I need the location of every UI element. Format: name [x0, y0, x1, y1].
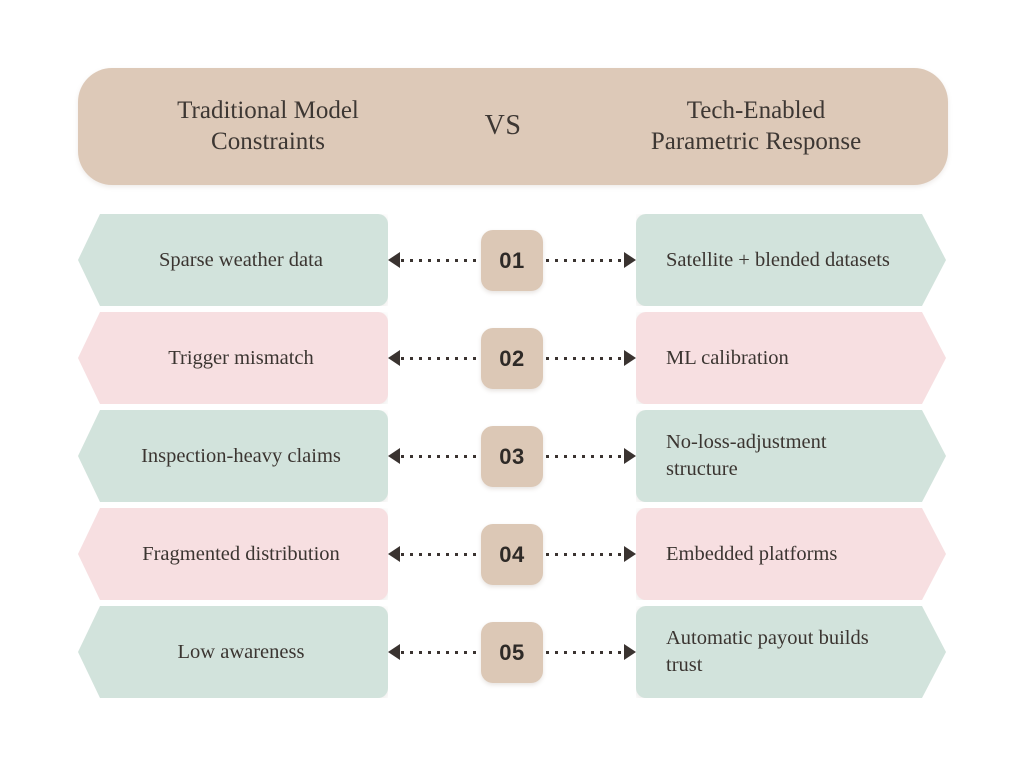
- response-shape[interactable]: Automatic payout builds trust: [636, 606, 946, 698]
- row-connector: 03: [388, 410, 636, 502]
- constraint-label: Sparse weather data: [159, 248, 323, 271]
- arrow-right-head-icon: [624, 644, 636, 660]
- constraint-shape[interactable]: Sparse weather data: [78, 214, 388, 306]
- row-number-label: 05: [499, 639, 525, 665]
- response-shape[interactable]: No-loss-adjustment structure: [636, 410, 946, 502]
- header-right-title-line2: Parametric Response: [650, 127, 862, 155]
- response-label: ML calibration: [666, 346, 789, 369]
- constraint-label: Trigger mismatch: [168, 346, 314, 369]
- comparison-row: Fragmented distribution 04 Embedded platfo…: [0, 508, 1024, 600]
- row-number-label: 01: [499, 247, 525, 273]
- constraint-label: Fragmented distribution: [142, 542, 340, 565]
- row-number-badge[interactable]: 05: [481, 622, 543, 683]
- header-right-title: Tech-Enabled Parametric Response: [586, 96, 926, 157]
- arrow-right-head-icon: [624, 448, 636, 464]
- arrow-left-head-icon: [388, 546, 400, 562]
- arrow-left: [388, 644, 478, 660]
- header-left-title-line2: Constraints: [211, 127, 325, 155]
- arrow-right: [546, 350, 636, 366]
- dotted-line-right-icon: [546, 356, 623, 360]
- header-left-title-line1: Traditional Model: [177, 97, 359, 124]
- arrow-left: [388, 546, 478, 562]
- constraint-shape[interactable]: Trigger mismatch: [78, 312, 388, 404]
- arrow-right: [546, 644, 636, 660]
- arrow-right-head-icon: [624, 252, 636, 268]
- comparison-row: Sparse weather data 01 Satellite + blended…: [0, 214, 1024, 306]
- row-number-badge[interactable]: 04: [481, 524, 543, 585]
- response-label: Satellite + blended datasets: [666, 248, 890, 271]
- arrow-right-head-icon: [624, 350, 636, 366]
- dotted-line-right-icon: [546, 454, 623, 458]
- dotted-line-left-icon: [401, 454, 478, 458]
- row-connector: 02: [388, 312, 636, 404]
- row-connector: 04: [388, 508, 636, 600]
- arrow-left-head-icon: [388, 350, 400, 366]
- arrow-left: [388, 252, 478, 268]
- response-label: No-loss-adjustment structure: [666, 431, 827, 480]
- comparison-row: Trigger mismatch 02 ML calibration: [0, 312, 1024, 404]
- row-connector: 05: [388, 606, 636, 698]
- arrow-right: [546, 252, 636, 268]
- arrow-left-head-icon: [388, 448, 400, 464]
- constraint-shape[interactable]: Low awareness: [78, 606, 388, 698]
- arrow-right-head-icon: [624, 546, 636, 562]
- response-shape[interactable]: ML calibration: [636, 312, 946, 404]
- constraint-label: Inspection-heavy claims: [141, 444, 341, 467]
- arrow-right: [546, 448, 636, 464]
- row-connector: 01: [388, 214, 636, 306]
- arrow-right: [546, 546, 636, 562]
- dotted-line-right-icon: [546, 650, 623, 654]
- comparison-row: Low awareness 05 Automatic payout builds t…: [0, 606, 1024, 698]
- arrow-left-head-icon: [388, 644, 400, 660]
- row-number-label: 03: [499, 443, 525, 469]
- row-number-badge[interactable]: 02: [481, 328, 543, 389]
- arrow-left-head-icon: [388, 252, 400, 268]
- header-versus-label: VS: [484, 110, 522, 142]
- dotted-line-right-icon: [546, 552, 623, 556]
- dotted-line-left-icon: [401, 356, 478, 360]
- dotted-line-left-icon: [401, 258, 478, 262]
- dotted-line-left-icon: [401, 552, 478, 556]
- header-left-title: Traditional Model Constraints: [108, 96, 428, 157]
- response-label: Embedded platforms: [666, 542, 838, 565]
- response-shape[interactable]: Satellite + blended datasets: [636, 214, 946, 306]
- row-number-label: 02: [499, 345, 525, 371]
- arrow-left: [388, 350, 478, 366]
- dotted-line-right-icon: [546, 258, 623, 262]
- row-number-label: 04: [499, 541, 525, 567]
- response-shape[interactable]: Embedded platforms: [636, 508, 946, 600]
- comparison-header-banner: Traditional Model Constraints VS Tech-En…: [78, 68, 948, 185]
- row-number-badge[interactable]: 01: [481, 230, 543, 291]
- arrow-left: [388, 448, 478, 464]
- response-label: Automatic payout builds trust: [666, 627, 869, 676]
- header-right-title-line1: Tech-Enabled: [686, 97, 826, 124]
- constraint-label: Low awareness: [177, 640, 305, 663]
- row-number-badge[interactable]: 03: [481, 426, 543, 487]
- constraint-shape[interactable]: Fragmented distribution: [78, 508, 388, 600]
- comparison-row: Inspection-heavy claims 03 No-loss-adjustm…: [0, 410, 1024, 502]
- dotted-line-left-icon: [401, 650, 478, 654]
- constraint-shape[interactable]: Inspection-heavy claims: [78, 410, 388, 502]
